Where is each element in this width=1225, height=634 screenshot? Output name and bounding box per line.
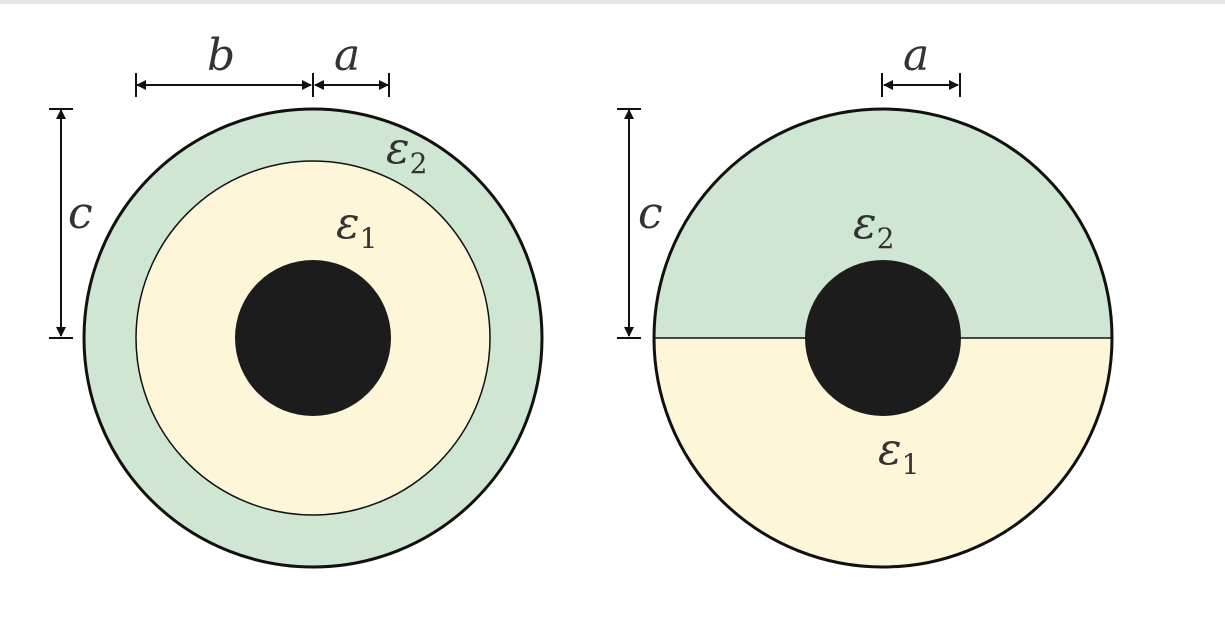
- right-upper-half: [654, 109, 1112, 338]
- right-figure: a c ε2 ε1: [617, 30, 1114, 569]
- right-label-c: c: [638, 188, 663, 239]
- left-conductor: [235, 260, 391, 416]
- right-label-eps1: ε1: [878, 424, 919, 481]
- right-lower-half: [654, 338, 1112, 567]
- left-figure: b a c ε2 ε1: [49, 30, 544, 569]
- left-label-eps1: ε1: [336, 198, 377, 255]
- right-label-eps2: ε2: [853, 198, 894, 255]
- left-label-b: b: [207, 30, 235, 81]
- left-label-a: a: [334, 30, 360, 81]
- top-border: [0, 0, 1225, 4]
- right-label-a: a: [903, 30, 929, 81]
- left-label-c: c: [68, 188, 93, 239]
- right-outer-outline: [652, 107, 1114, 569]
- right-conductor: [805, 260, 961, 416]
- left-label-eps2: ε2: [386, 123, 427, 180]
